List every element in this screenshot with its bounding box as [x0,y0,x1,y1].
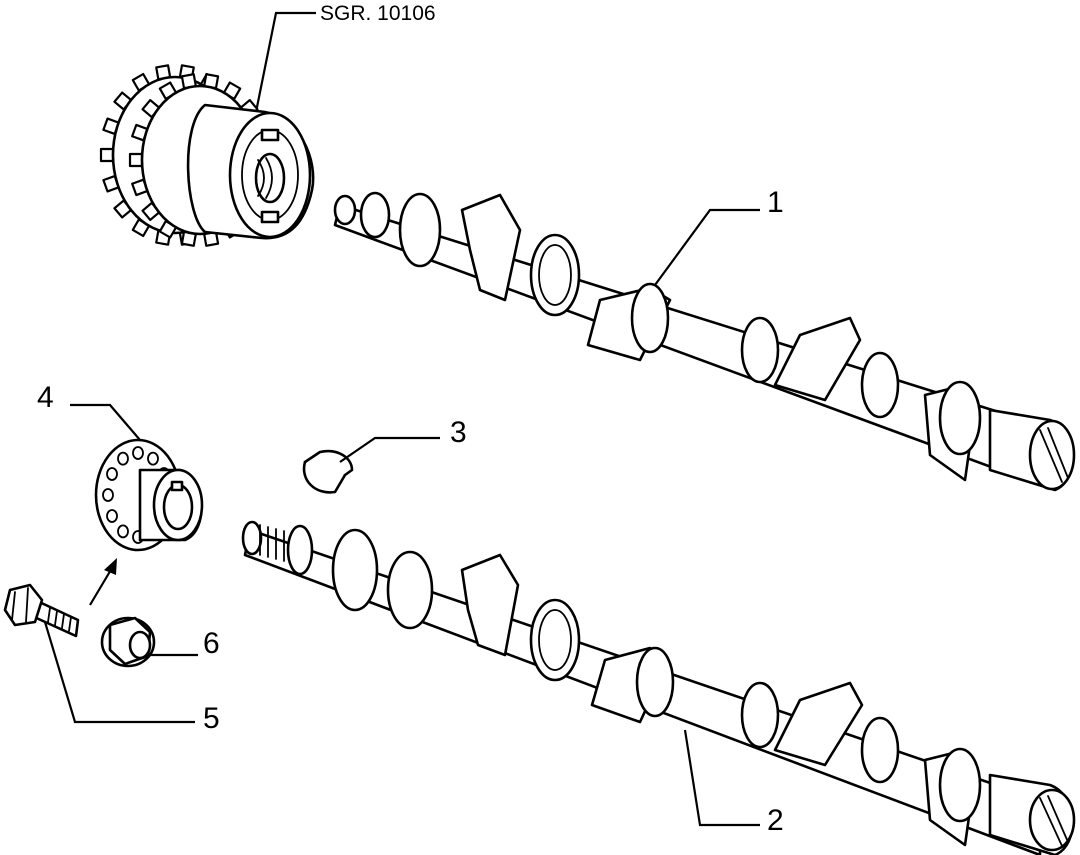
camshaft-upper [333,191,1076,492]
timing-sprocket-assembly [99,64,315,247]
bolt [3,583,80,638]
tone-wheel-hole [106,467,118,481]
tone-wheel [94,438,204,552]
tone-wheel-hole [132,446,144,460]
assembly-arrow [89,567,113,606]
camshaft-lower [241,520,1076,855]
leader-1 [654,208,760,286]
callout-5: 5 [203,702,220,735]
leader-2 [683,729,760,827]
leader-3 [339,436,440,463]
callout-6: 6 [203,627,220,660]
callout-2: 2 [767,804,784,837]
arrowhead [104,558,117,575]
callout-1: 1 [767,186,784,219]
sprocket-tooth [99,147,115,163]
callout-3: 3 [450,416,467,449]
leader-5 [43,621,195,724]
sprocket-tooth [128,152,144,168]
callout-4: 4 [37,381,54,414]
flange-nut [100,616,156,668]
tone-wheel-hole [117,451,129,466]
tone-wheel-hole [102,488,114,502]
reference-code: SGR. 10106 [320,2,436,25]
tone-wheel-hole [106,509,118,523]
tone-wheel-hole [147,451,159,466]
woodruff-key [302,449,354,494]
tone-wheel-hole [117,524,129,539]
leader-4 [70,403,141,441]
reference-leader [254,11,316,113]
